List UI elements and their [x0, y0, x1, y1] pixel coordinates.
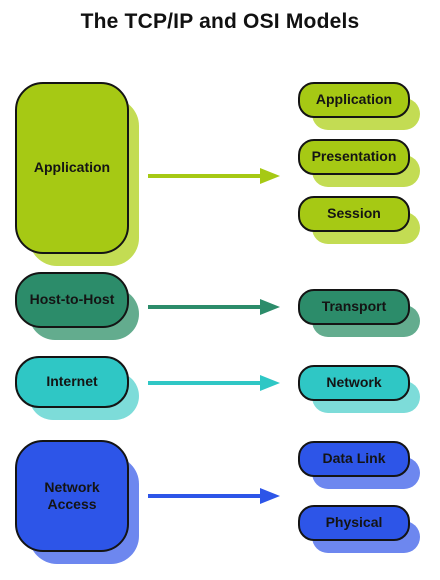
osi-layer-physical-label: Physical: [325, 514, 383, 531]
tcpip-layer-host-to-host-label: Host-to-Host: [29, 291, 115, 308]
osi-layer-presentation: Presentation: [298, 139, 420, 187]
arrow-application: [148, 168, 280, 184]
tcpip-layer-host-to-host: Host-to-Host: [15, 272, 139, 340]
osi-layer-data-link-label: Data Link: [322, 450, 386, 467]
tcpip-layer-application-label: Application: [33, 159, 111, 176]
tcpip-layer-internet: Internet: [15, 356, 139, 420]
diagram-title: The TCP/IP and OSI Models: [80, 10, 360, 33]
arrow-internet: [148, 375, 280, 391]
tcpip-layer-network-access-label: Network Access: [44, 478, 100, 513]
osi-layer-application-label: Application: [315, 91, 393, 108]
osi-layer-session-label: Session: [327, 205, 381, 222]
osi-layer-transport: Transport: [298, 289, 420, 337]
arrow-network-access: [148, 488, 280, 504]
osi-layer-transport-label: Transport: [321, 298, 387, 315]
osi-layer-data-link: Data Link: [298, 441, 420, 489]
osi-layer-physical: Physical: [298, 505, 420, 553]
osi-layer-network-label: Network: [326, 374, 382, 391]
tcpip-layer-internet-label: Internet: [46, 373, 98, 390]
tcpip-layer-network-access: Network Access: [15, 440, 139, 564]
osi-layer-application: Application: [298, 82, 420, 130]
osi-layer-network: Network: [298, 365, 420, 413]
osi-layer-session: Session: [298, 196, 420, 244]
arrow-host-to-host: [148, 299, 280, 315]
tcpip-layer-application: Application: [15, 82, 139, 266]
osi-layer-presentation-label: Presentation: [311, 148, 397, 165]
